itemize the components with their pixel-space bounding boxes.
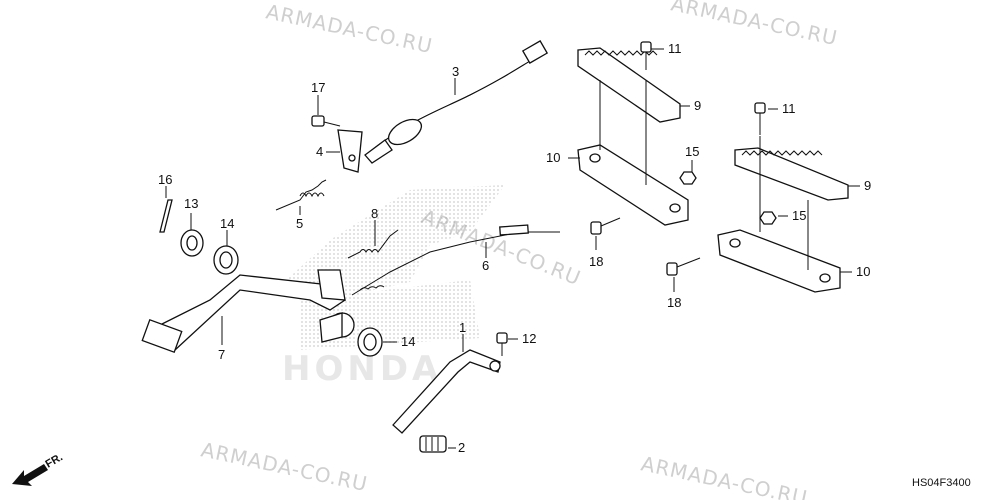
front-arrow-icon — [12, 464, 48, 486]
callout-9-left: 9 — [694, 98, 701, 113]
part-9-footpeg-left — [577, 47, 681, 123]
part-14-seal-lower — [357, 327, 383, 357]
callout-18-left: 18 — [589, 254, 603, 269]
callout-11-right: 11 — [782, 101, 796, 116]
callout-9-right: 9 — [864, 178, 871, 193]
callout-15-left: 15 — [685, 144, 699, 159]
part-13-washer — [180, 229, 204, 257]
callout-11-left: 11 — [668, 41, 682, 56]
part-18-bolt-left — [590, 217, 621, 235]
watermark: ARMADA-CO.RU — [264, 0, 435, 58]
watermark: ARMADA-CO.RU — [639, 451, 810, 500]
part-1-shift-pedal — [392, 349, 501, 434]
callout-17: 17 — [311, 80, 325, 95]
part-16-cotter-pin — [159, 199, 173, 233]
callout-numbers: 1 2 3 4 5 6 7 8 9 9 10 10 11 11 12 13 14… — [158, 41, 871, 455]
callout-8: 8 — [371, 206, 378, 221]
part-10-bracket-right — [717, 229, 841, 293]
part-15-nut-left — [679, 171, 697, 185]
part-7-brake-pedal — [141, 269, 355, 353]
honda-logo-text: HONDA — [282, 349, 442, 389]
part-3-switch-cable — [364, 40, 549, 164]
watermark: ARMADA-CO.RU — [199, 437, 370, 496]
callout-14-upper: 14 — [220, 216, 234, 231]
callout-1: 1 — [459, 320, 466, 335]
callout-2: 2 — [458, 440, 465, 455]
callout-7: 7 — [218, 347, 225, 362]
part-14-seal-upper — [213, 245, 239, 275]
part-2-pedal-rubber — [419, 435, 447, 453]
part-8-spring — [347, 229, 399, 259]
callout-13: 13 — [184, 196, 198, 211]
callout-4: 4 — [316, 144, 323, 159]
callout-leaders — [165, 48, 860, 449]
part-12-bolt — [496, 332, 508, 356]
callout-16: 16 — [158, 172, 172, 187]
part-5-spring — [275, 179, 327, 211]
callout-15-right: 15 — [792, 208, 806, 223]
part-15-nut-right — [759, 211, 777, 225]
part-18-bolt-right — [666, 257, 701, 276]
callout-6: 6 — [482, 258, 489, 273]
callout-5: 5 — [296, 216, 303, 231]
front-label: FR. — [44, 451, 65, 470]
callout-10-right: 10 — [856, 264, 870, 279]
part-11-bolt-right — [754, 102, 766, 135]
part-6-brake-cable — [351, 224, 560, 296]
part-11-bolt-left — [640, 41, 652, 70]
diagram-code: HS04F3400 — [912, 477, 971, 489]
part-17-bolt — [311, 115, 341, 127]
front-direction-indicator: FR. — [12, 451, 65, 486]
callout-18-right: 18 — [667, 295, 681, 310]
part-9-footpeg-right — [734, 147, 849, 201]
callout-3: 3 — [452, 64, 459, 79]
callout-14-lower: 14 — [401, 334, 415, 349]
part-10-bracket-left — [577, 144, 689, 226]
watermark: ARMADA-CO.RU — [669, 0, 840, 50]
callout-10-left: 10 — [546, 150, 560, 165]
part-4-bracket — [337, 129, 363, 173]
callout-12: 12 — [522, 331, 536, 346]
